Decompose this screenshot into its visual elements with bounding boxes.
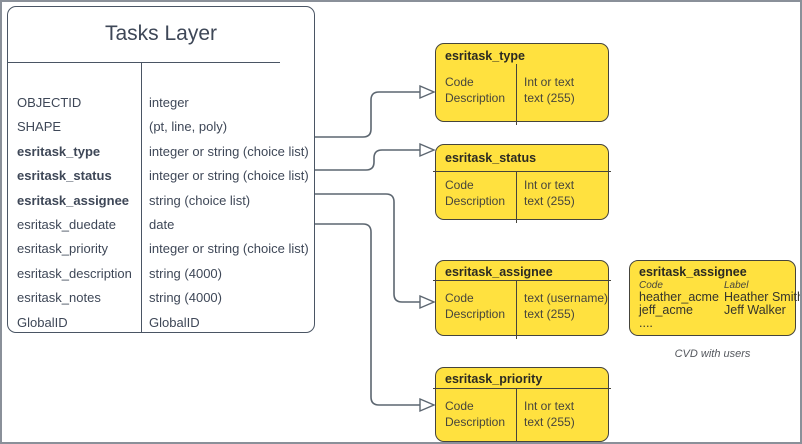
- cvd-code: jeff_acme: [639, 303, 693, 317]
- column-divider: [516, 388, 517, 442]
- arrowhead-esritask-priority: [419, 397, 436, 413]
- field-type: date: [149, 216, 175, 232]
- domain-table-esritask-type: esritask_type Code Description Int or te…: [435, 43, 609, 125]
- field-name: Code: [445, 399, 474, 413]
- domain-fields: Code Description: [445, 178, 505, 209]
- cvd-code: heather_acme: [639, 290, 719, 304]
- field-name: Description: [445, 414, 506, 429]
- arrowhead-esritask-status: [419, 142, 436, 158]
- field-name: esritask_priority: [17, 241, 109, 257]
- domain-types: text (username) text (255): [524, 291, 608, 322]
- field-type: Int or text: [524, 178, 575, 192]
- field-type: Int or text: [524, 399, 575, 413]
- domain-title: esritask_status: [445, 151, 537, 165]
- domain-table-esritask-status: esritask_status Code Description Int or …: [433, 144, 611, 223]
- table-row: esritask_assignee string (choice list): [8, 189, 314, 213]
- field-name: Code: [445, 291, 474, 305]
- field-name: esritask_notes: [17, 290, 101, 306]
- field-type: integer or string (choice list): [149, 168, 309, 184]
- field-type: string (4000): [149, 265, 222, 281]
- cvd-label: Heather Smith: [724, 290, 802, 304]
- table-row: esritask_notes string (4000): [8, 286, 314, 310]
- domain-types: Int or text text (255): [524, 399, 575, 430]
- field-type: text (255): [524, 90, 575, 105]
- field-name: Description: [445, 90, 506, 105]
- tasks-layer-table: Tasks Layer OBJECTID integer SHAPE (pt, li…: [7, 6, 315, 333]
- domain-types: Int or text text (255): [524, 178, 575, 209]
- field-name: SHAPE: [17, 119, 62, 135]
- table-row: esritask_priority integer or string (choi…: [8, 237, 314, 261]
- column-divider: [516, 280, 517, 339]
- title-divider: [7, 62, 280, 63]
- connector-esritask-priority: [315, 223, 420, 406]
- field-type: string (4000): [149, 290, 222, 306]
- table-row: esritask_status integer or string (choice…: [8, 164, 314, 188]
- field-type: (pt, line, poly): [149, 119, 228, 135]
- cvd-table-esritask-assignee: esritask_assignee Code Label heather_acm…: [629, 260, 800, 336]
- table-row: esritask_duedate date: [8, 213, 314, 237]
- field-name: esritask_type: [17, 143, 101, 159]
- field-rows: OBJECTID integer SHAPE (pt, line, poly) es…: [8, 91, 314, 335]
- column-divider: [516, 171, 517, 223]
- cvd-caption: CVD with users: [674, 348, 751, 360]
- field-name: esritask_duedate: [17, 216, 117, 232]
- field-name: GlobalID: [17, 314, 68, 330]
- field-name: esritask_description: [17, 265, 132, 281]
- table-row: esritask_type integer or string (choice l…: [8, 140, 314, 164]
- field-type: Int or text: [524, 75, 575, 89]
- cvd-title: esritask_assignee: [639, 265, 747, 279]
- field-name: Code: [445, 75, 474, 89]
- field-name: esritask_status: [17, 168, 112, 184]
- domain-types: Int or text text (255): [524, 75, 575, 106]
- table-row: GlobalID GlobalID: [8, 311, 314, 335]
- domain-fields: Code Description: [445, 75, 505, 106]
- cvd-column-header-label: Label: [724, 280, 749, 291]
- field-name: esritask_assignee: [17, 192, 130, 208]
- connector-esritask-assignee: [315, 193, 420, 303]
- table-row: SHAPE (pt, line, poly): [8, 115, 314, 139]
- title-divider: [433, 280, 611, 281]
- field-type: text (255): [524, 306, 575, 321]
- field-name: Description: [445, 193, 506, 208]
- field-name: OBJECTID: [17, 95, 82, 110]
- tasks-layer-title: Tasks Layer: [104, 22, 218, 45]
- connector-esritask-status: [315, 149, 420, 171]
- connector-esritask-type: [315, 91, 420, 138]
- domain-title: esritask_priority: [445, 372, 543, 386]
- domain-table-esritask-assignee: esritask_assignee Code Description text …: [433, 260, 611, 339]
- arrowhead-esritask-assignee: [419, 294, 436, 310]
- field-type: string (choice list): [149, 192, 251, 208]
- cvd-label: Jeff Walker: [724, 303, 786, 317]
- domain-table-esritask-priority: esritask_priority Code Description Int o…: [433, 367, 611, 442]
- title-divider: [433, 388, 611, 389]
- domain-title: esritask_type: [445, 49, 525, 63]
- table-row: OBJECTID integer: [8, 91, 314, 115]
- domain-fields: Code Description: [445, 399, 505, 430]
- arrowhead-esritask-type: [419, 84, 436, 100]
- domain-fields: Code Description: [445, 291, 505, 322]
- field-type: integer or string (choice list): [149, 143, 309, 159]
- field-type: text (255): [524, 193, 575, 208]
- cvd-column-header-code: Code: [639, 280, 663, 291]
- field-type: GlobalID: [149, 314, 200, 330]
- domain-title: esritask_assignee: [445, 265, 553, 279]
- field-type: text (255): [524, 414, 575, 429]
- column-divider: [516, 64, 517, 125]
- column-divider: [141, 62, 142, 332]
- field-type: integer: [149, 95, 189, 110]
- field-type: text (username): [524, 291, 609, 305]
- field-type: integer or string (choice list): [149, 241, 309, 257]
- field-name: Code: [445, 178, 474, 192]
- cvd-code: ....: [639, 316, 653, 330]
- title-divider: [433, 171, 611, 172]
- table-row: esritask_description string (4000): [8, 262, 314, 286]
- field-name: Description: [445, 306, 506, 321]
